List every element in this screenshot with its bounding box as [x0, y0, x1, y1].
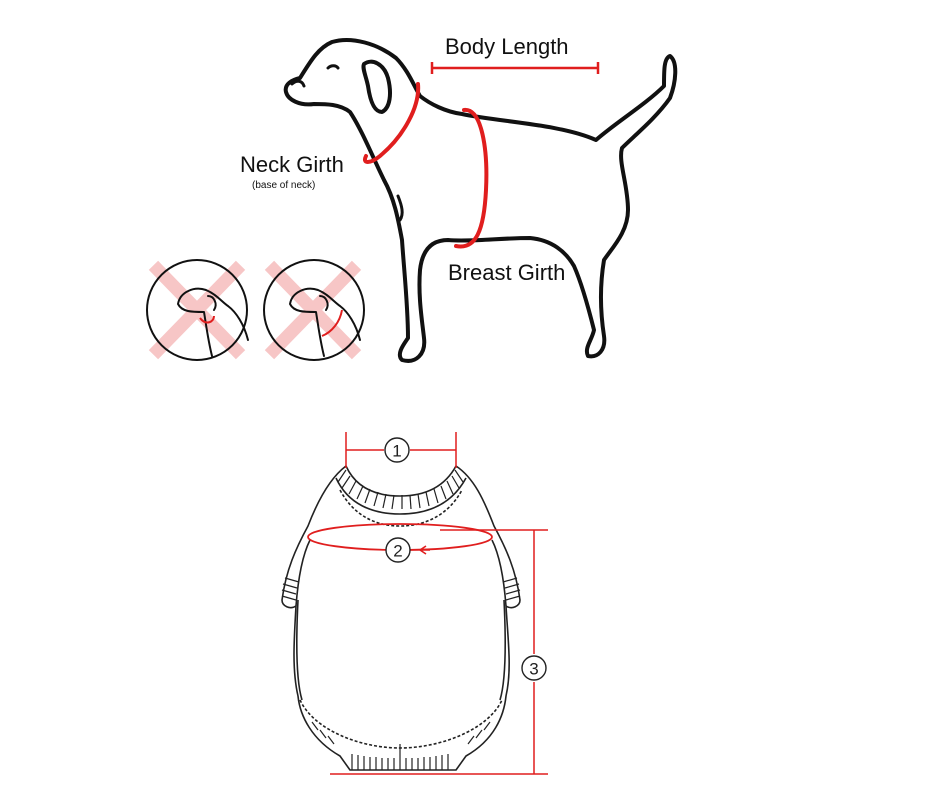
dog-illustration — [283, 37, 678, 363]
breast-girth-measure — [454, 108, 489, 249]
wrong-collar-mark — [199, 315, 215, 324]
example-circle — [146, 259, 248, 361]
breast-girth-label: Breast Girth — [448, 260, 565, 285]
sweater-collar — [335, 465, 467, 527]
neck-girth-measure — [363, 82, 421, 164]
measure-1-line — [345, 432, 457, 468]
measure-1-number: 1 — [392, 442, 401, 461]
measure-1-badge — [384, 437, 410, 463]
dog-head-sketch — [177, 287, 249, 357]
measure-3-badge — [521, 655, 547, 681]
dog-head-sketch — [289, 287, 361, 357]
measure-3-line — [330, 529, 548, 775]
incorrect-example-1 — [146, 259, 249, 361]
sweater-cuffs — [281, 577, 521, 601]
measure-2-number: 2 — [393, 542, 402, 561]
example-circle — [263, 259, 365, 361]
dog-nose — [290, 79, 306, 88]
measure-3-number: 3 — [529, 660, 538, 679]
sweater-illustration — [281, 465, 521, 771]
dog-outline — [283, 37, 678, 363]
wrong-collar-mark — [321, 309, 343, 337]
body-length-measure — [430, 62, 600, 74]
sweater-body — [281, 465, 521, 771]
measure-2-badge — [385, 537, 411, 563]
dog-ear — [361, 59, 392, 114]
incorrect-example-2 — [263, 259, 365, 361]
measure-2-arrow — [419, 545, 430, 555]
neck-girth-label: Neck Girth — [240, 152, 344, 177]
dog-inner-leg — [396, 194, 404, 222]
body-length-label: Body Length — [445, 34, 569, 59]
sweater-hem — [311, 721, 491, 770]
dog-eye — [326, 64, 340, 70]
neck-girth-note: (base of neck) — [252, 180, 315, 191]
